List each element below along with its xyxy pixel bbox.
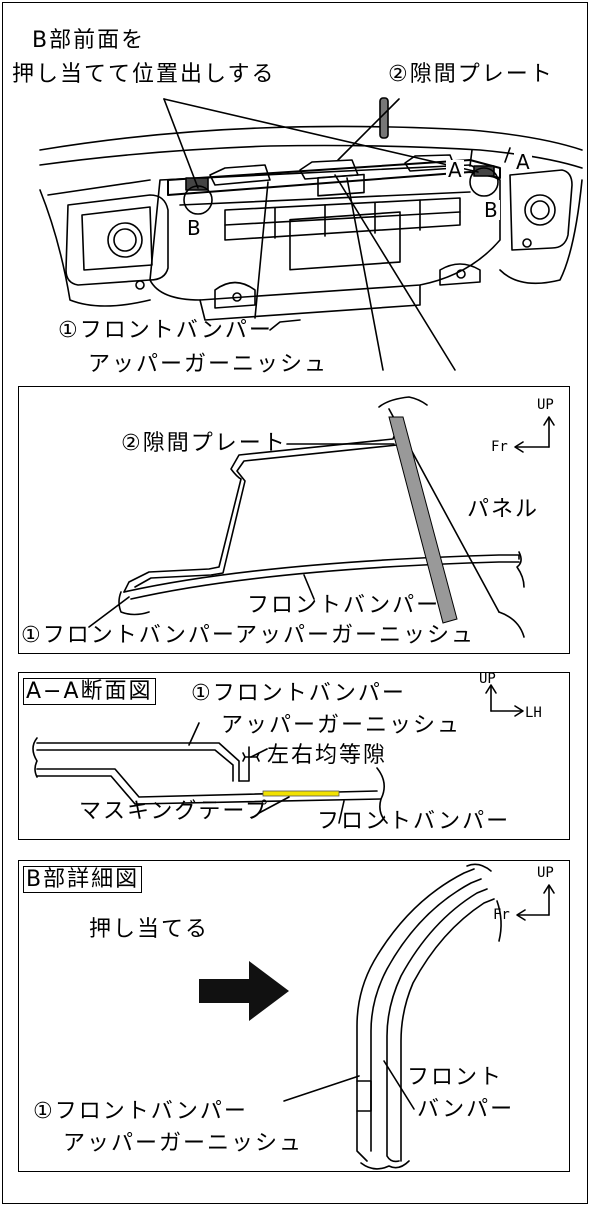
section-marker-a-left: A	[446, 158, 464, 182]
side-view-panel: ②隙間プレート パネル フロントバンパー ①フロントバンパーアッパーガーニッシュ…	[18, 386, 570, 654]
masking-tape-strip	[262, 790, 340, 797]
hood-edge	[39, 125, 583, 151]
detail-b-front-bumper-line1: フロント	[407, 1065, 504, 1090]
detail-b-push: 押し当てる	[89, 917, 210, 942]
section-aa-dir-up: UP	[479, 671, 496, 687]
label-garnish-top-line1: ①フロントバンパー	[58, 318, 273, 343]
detail-b-panel: B部詳細図 押し当てる フロント バンパー ①フロントバンパー アッパーガーニッ…	[18, 860, 570, 1172]
section-aa-front-bumper: フロントバンパー	[317, 809, 511, 834]
detail-b-garnish-line2: アッパーガーニッシュ	[63, 1131, 304, 1156]
detail-marker-b-left: B	[185, 216, 203, 240]
bumper-drawing	[39, 97, 583, 371]
detail-b-drawing	[199, 863, 555, 1170]
section-marker-a-right: A	[514, 150, 532, 174]
push-arrow	[199, 961, 289, 1021]
label-gap-plate-top: ②隙間プレート	[388, 62, 554, 87]
section-aa-drawing	[32, 684, 524, 824]
gap-plate-side	[388, 416, 458, 624]
section-aa-masking-tape: マスキングテープ	[79, 799, 270, 824]
detail-b-dir-fr: Fr	[493, 907, 510, 923]
section-aa-title: A−A断面図	[23, 678, 156, 705]
detail-marker-b-right: B	[482, 198, 500, 222]
side-label-garnish: ①フロントバンパーアッパーガーニッシュ	[21, 623, 475, 648]
side-view-drawing	[88, 396, 555, 638]
side-label-panel: パネル	[467, 497, 540, 522]
side-label-front-bumper: フロントバンパー	[247, 593, 441, 618]
section-aa-panel: A−A断面図 ①フロントバンパー アッパーガーニッシュ 左右均等隙 マスキングテ…	[18, 671, 570, 840]
side-dir-fr: Fr	[491, 439, 508, 455]
detail-b-title: B部詳細図	[23, 866, 143, 893]
detail-b-garnish-line1: ①フロントバンパー	[33, 1099, 248, 1124]
section-aa-garnish-line1: ①フロントバンパー	[191, 681, 406, 706]
detail-b-dir-up: UP	[537, 865, 554, 881]
section-aa-equal-gap: 左右均等隙	[267, 743, 388, 768]
section-aa-dir-lh: LH	[525, 705, 542, 721]
label-b-front-line1: B部前面を	[32, 28, 146, 53]
label-b-front-line2: 押し当てて位置出しする	[12, 62, 276, 87]
detail-b-front-bumper-line2: バンパー	[417, 1097, 515, 1122]
side-label-gap-plate: ②隙間プレート	[121, 431, 287, 456]
section-aa-garnish-line2: アッパーガーニッシュ	[221, 713, 462, 738]
label-garnish-top-line2: アッパーガーニッシュ	[88, 352, 329, 377]
side-dir-up: UP	[537, 397, 554, 413]
